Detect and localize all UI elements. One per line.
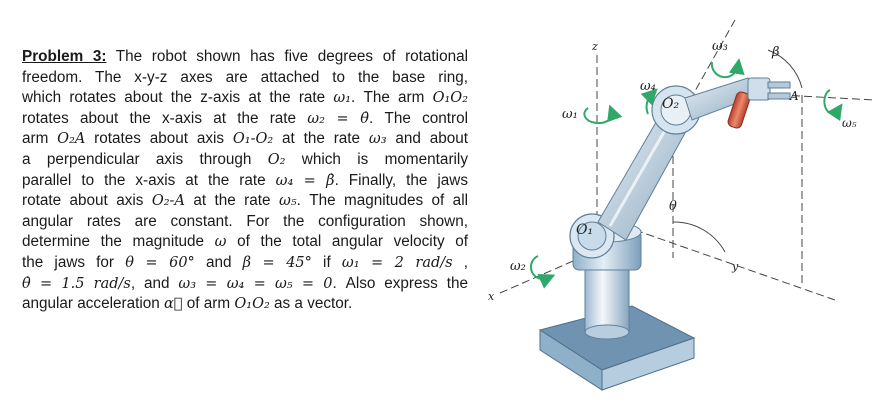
- theta-label: θ: [669, 199, 677, 214]
- math: ω₅: [278, 193, 297, 210]
- z-axis-label: z: [591, 40, 598, 53]
- text: which is momentarily: [285, 150, 468, 168]
- problem-statement: Problem 3: The robot shown has five degr…: [22, 47, 468, 315]
- arm-highlight: [608, 117, 674, 227]
- text: . The control: [369, 109, 469, 127]
- line-11: the jaws for θ = 60° and β = 45° if ω₁ =…: [22, 253, 468, 274]
- math: α⃗: [164, 296, 183, 313]
- text: at the rate: [184, 192, 279, 210]
- math: O₂-A: [151, 193, 185, 210]
- math: O₁O₂: [432, 90, 469, 107]
- wrist-red: [727, 91, 751, 129]
- math: ω₁ = 2 rad/s: [341, 254, 453, 271]
- text: rotates about the x-axis at the rate: [22, 109, 308, 127]
- omega3-label: ω₃: [712, 39, 728, 54]
- math: θ̇ = 1.5 rad/s: [22, 275, 131, 292]
- omega1-arrow: [583, 104, 623, 125]
- line-9: angular rates are constant. For the conf…: [22, 212, 468, 233]
- beta-label: β: [771, 45, 780, 60]
- text: . The arm: [351, 89, 433, 107]
- base-plate-front: [601, 337, 695, 391]
- text: . Finally, the jaws: [334, 171, 468, 189]
- math: ω₃: [368, 131, 387, 148]
- line-7: parallel to the x-axis at the rate ω₄ = …: [22, 171, 468, 192]
- line-5: arm O₂A rotates about axis O₁-O₂ at the …: [22, 129, 468, 150]
- text: determine the magnitude: [22, 233, 215, 251]
- line-12: θ̇ = 1.5 rad/s, and ω₃ = ω₄ = ω₅ = 0. Al…: [22, 274, 468, 295]
- line-1: Problem 3: The robot shown has five degr…: [22, 47, 468, 68]
- base-post-bottom: [584, 324, 630, 340]
- math: ω₃ = ω₄ = ω₅ = 0: [178, 275, 333, 292]
- text: The robot shown has five degrees of rota…: [106, 48, 468, 65]
- math: β = 45°: [242, 254, 312, 271]
- math: ω₄ = β̇: [275, 172, 335, 189]
- omega3-arrow: [710, 58, 745, 79]
- text: rotates about axis: [85, 130, 233, 148]
- line-4: rotates about the x-axis at the rate ω₂ …: [22, 109, 468, 130]
- omega2-label: ω₂: [510, 259, 526, 274]
- math: O₁O₂: [234, 296, 270, 313]
- text: of the total angular velocity of: [226, 233, 468, 251]
- line-2: freedom. The x-y-z axes are attached to …: [22, 68, 468, 89]
- text: and: [194, 253, 243, 271]
- omega4-arrow: [640, 88, 658, 115]
- text: angular acceleration: [22, 295, 165, 313]
- math: ω₁: [333, 90, 352, 107]
- line-10: determine the magnitude ω of the total a…: [22, 232, 468, 253]
- text: a perpendicular axis through: [22, 150, 268, 168]
- text: , and: [130, 274, 179, 292]
- beta-arc: [767, 49, 803, 89]
- text: at the rate: [273, 130, 369, 148]
- joint-o1-inner: [577, 221, 607, 251]
- omega5-label: ω₅: [842, 116, 857, 130]
- text: parallel to the x-axis at the rate: [22, 171, 276, 189]
- robot-figure: z y x ω₁ ω₂ ω₃ ω₄ ω₅ O₁ O₂ θ β A: [480, 0, 886, 406]
- omega4-label: ω₄: [640, 79, 656, 94]
- wrist-block: [747, 77, 771, 101]
- text: . The magnitudes of all: [296, 192, 468, 210]
- text: rotate about axis: [22, 192, 152, 210]
- math: ω: [214, 234, 227, 251]
- line-13: angular acceleration α⃗ of arm O₁O₂ as a…: [22, 294, 468, 315]
- line-8: rotate about axis O₂-A at the rate ω₅. T…: [22, 191, 468, 212]
- gripper-jaw-lower: [767, 92, 791, 100]
- text: arm: [22, 130, 58, 148]
- y-axis-label: y: [731, 260, 739, 273]
- math: O₂A: [57, 131, 86, 148]
- text: and about: [386, 130, 468, 148]
- line-6: a perpendicular axis through O₂ which is…: [22, 150, 468, 171]
- math: O₂: [267, 151, 286, 168]
- a-label: A: [789, 89, 799, 103]
- text: which rotates about the z-axis at the ra…: [22, 89, 334, 107]
- text: of arm: [182, 295, 235, 313]
- text: if: [311, 253, 342, 271]
- math: θ = 60°: [125, 254, 195, 271]
- math: O₁-O₂: [232, 131, 274, 148]
- omega1-label: ω₁: [562, 107, 578, 122]
- omega5-arrow: [823, 89, 843, 122]
- text: the jaws for: [22, 253, 126, 271]
- problem-title: Problem 3:: [22, 48, 107, 65]
- o1-label: O₁: [576, 222, 593, 238]
- omega2-arrow: [529, 255, 556, 289]
- axis-o2-a-extension: [689, 19, 736, 101]
- robot-diagram: z y x ω₁ ω₂ ω₃ ω₄ ω₅ O₁ O₂ θ β A: [488, 19, 876, 391]
- jaw-axis: [779, 94, 876, 101]
- text: . Also express the: [332, 274, 468, 292]
- text: angular rates are constant. For the conf…: [22, 212, 468, 230]
- text: freedom. The x-y-z axes are attached to …: [22, 68, 468, 86]
- theta-arc: [672, 221, 726, 253]
- text: ,: [452, 253, 469, 271]
- math: ω₂ = θ̇: [307, 110, 370, 127]
- line-3: which rotates about the z-axis at the ra…: [22, 88, 468, 109]
- base-post: [584, 261, 630, 333]
- o2-label: O₂: [662, 96, 679, 112]
- x-axis-label: x: [488, 290, 495, 303]
- text: as a vector.: [269, 295, 353, 313]
- gripper-jaw-upper: [767, 81, 791, 89]
